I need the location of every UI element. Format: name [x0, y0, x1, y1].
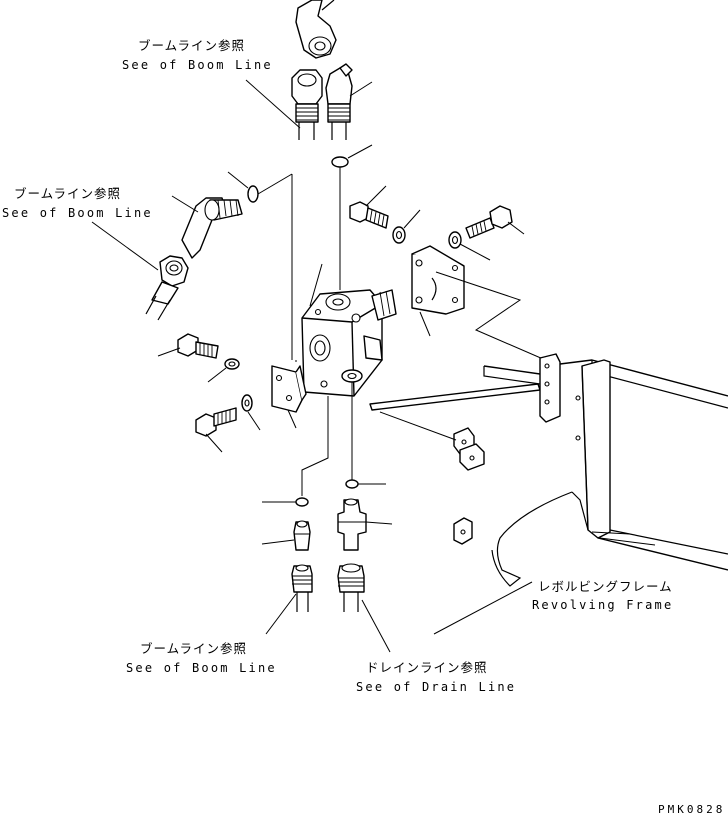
bolt-left-lower [195, 407, 237, 453]
top-hose-elbow-upper [295, 0, 337, 59]
leader-frame [433, 581, 533, 635]
boom-line-bottom-label-jp: ブームライン参照 [140, 641, 248, 656]
frame-bar [369, 383, 541, 411]
drain-line-label-jp: ドレインライン参照 [366, 660, 488, 675]
revolving-frame [483, 359, 728, 587]
o-ring-left [227, 171, 293, 360]
washer-left-lower [241, 394, 261, 431]
frame-post [539, 353, 561, 423]
bolt-upper-right [465, 205, 525, 239]
left-hose-elbow [171, 195, 243, 259]
boom-line-bottom-label-en: See of Boom Line [126, 661, 277, 675]
leader-boom-bottom [265, 593, 297, 635]
drawing-code: PMK0828 [658, 803, 726, 816]
chain-line-left [301, 396, 329, 496]
chain-line-bracket [435, 271, 551, 363]
hose-fitting-lower-left [291, 564, 313, 612]
leader-drain [361, 599, 391, 653]
bolt-left-upper [157, 333, 219, 359]
boom-line-top-label-jp: ブームライン参照 [138, 38, 246, 53]
leader-boom-top [245, 79, 301, 129]
bolt-upper-left [349, 185, 389, 229]
o-ring-lower-right [345, 479, 386, 489]
o-ring-lower-left [262, 497, 309, 507]
adapter-lower-right [337, 498, 393, 551]
revolving-frame-label-jp: レボルビングフレーム [538, 579, 673, 594]
bracket-lower [271, 365, 307, 429]
adapter-lower-left [261, 520, 311, 551]
boom-line-left-label-en: See of Boom Line [2, 206, 153, 220]
revolving-frame-label-en: Revolving Frame [532, 598, 674, 612]
clamp-block-upper [379, 411, 485, 471]
valve-block [301, 263, 397, 397]
drain-line-label-en: See of Drain Line [356, 680, 517, 694]
leader-boom-left [91, 221, 159, 271]
boom-line-left-label-jp: ブームライン参照 [14, 186, 122, 201]
hose-fitting-lower-right [337, 563, 365, 612]
top-hose-right-elbow [325, 63, 373, 140]
top-hose-left [291, 69, 323, 140]
washer-left-upper [207, 358, 240, 383]
washer-upper-right [448, 231, 491, 261]
o-ring-top [331, 144, 373, 290]
bracket-upper [411, 245, 465, 337]
left-hose-fitting [145, 255, 189, 321]
clamp-block-lower [453, 517, 473, 545]
boom-line-top-label-en: See of Boom Line [122, 58, 273, 72]
washer-upper-left [392, 209, 421, 244]
